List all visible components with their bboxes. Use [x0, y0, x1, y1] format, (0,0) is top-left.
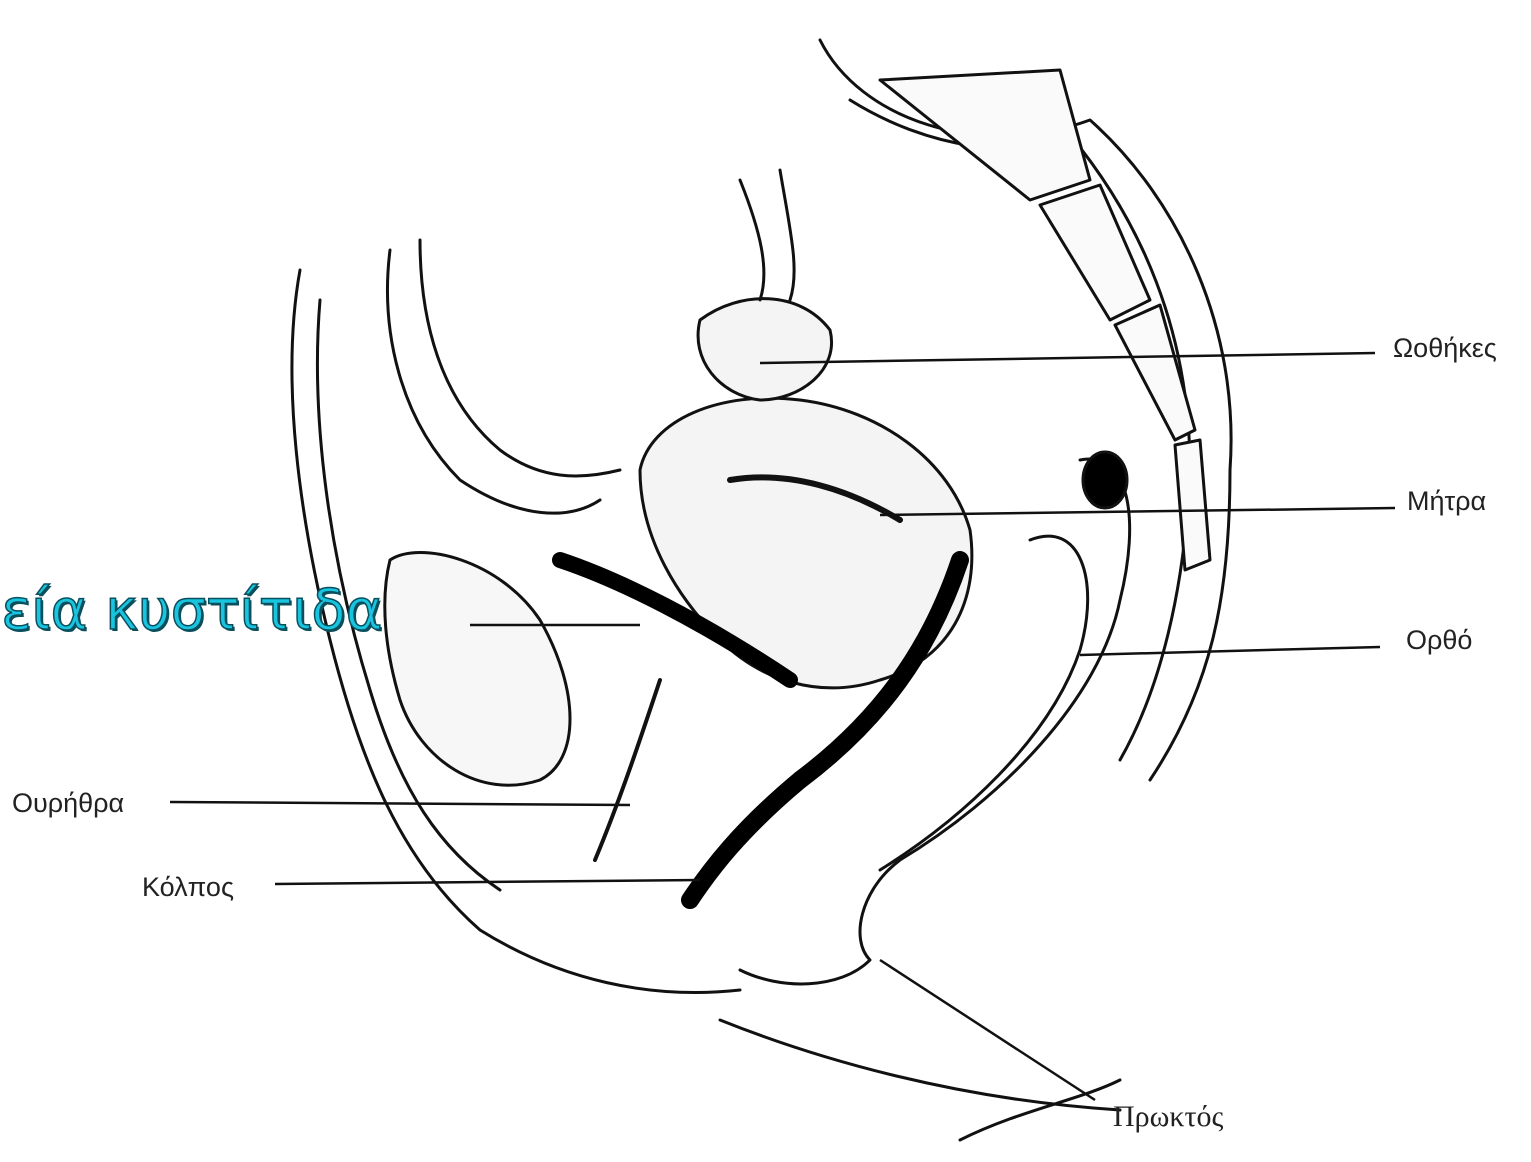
- label-anus: Πρωκτός: [1113, 1100, 1223, 1134]
- leader-urethra: [170, 802, 630, 805]
- leader-ovaries: [760, 353, 1375, 363]
- overlay-title: ξεία κυστίτιδα: [0, 578, 383, 643]
- leader-rectum: [1080, 647, 1380, 655]
- label-vagina: Κόλπος: [142, 872, 234, 903]
- label-rectum: Ορθό: [1406, 625, 1472, 656]
- label-ovaries: Ωοθήκες: [1393, 333, 1497, 364]
- ovary-outline: [698, 299, 831, 400]
- bladder-outline: [385, 553, 570, 786]
- label-uterus: Μήτρα: [1407, 486, 1486, 517]
- label-urethra: Ουρήθρα: [12, 788, 124, 819]
